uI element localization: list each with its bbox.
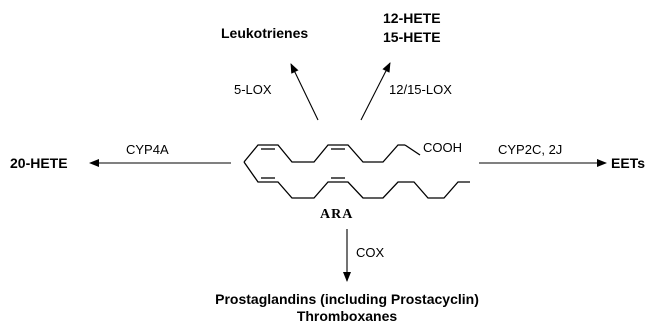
- arrow-to-hete-12-15: [360, 62, 391, 121]
- enzyme-cyp4a-label: CYP4A: [126, 142, 169, 157]
- enzyme-cox-label: COX: [356, 245, 385, 260]
- thromboxanes-label: Thromboxanes: [297, 308, 398, 324]
- ara-carboxyl-link: [404, 144, 421, 156]
- eets-label: EETs: [611, 155, 645, 171]
- ara-upper-chain: [243, 144, 405, 163]
- carboxyl-group-label: COOH: [423, 140, 462, 155]
- hete-15-label: 15-HETE: [383, 29, 441, 45]
- enzyme-12-15-lox-label: 12/15-LOX: [389, 82, 452, 97]
- ara-label: ARA: [320, 207, 353, 222]
- prostaglandins-label: Prostaglandins (including Prostacyclin): [215, 291, 479, 307]
- hete-12-label: 12-HETE: [383, 10, 441, 26]
- hete-20-label: 20-HETE: [10, 155, 68, 171]
- leukotrienes-label: Leukotrienes: [221, 25, 308, 41]
- ara-lower-chain: [243, 161, 470, 199]
- arrow-to-leukotrienes: [290, 63, 319, 121]
- enzyme-5-lox-label: 5-LOX: [234, 82, 272, 97]
- enzyme-cyp2c-2j-label: CYP2C, 2J: [498, 142, 562, 157]
- ara-molecule-structure: [243, 144, 470, 199]
